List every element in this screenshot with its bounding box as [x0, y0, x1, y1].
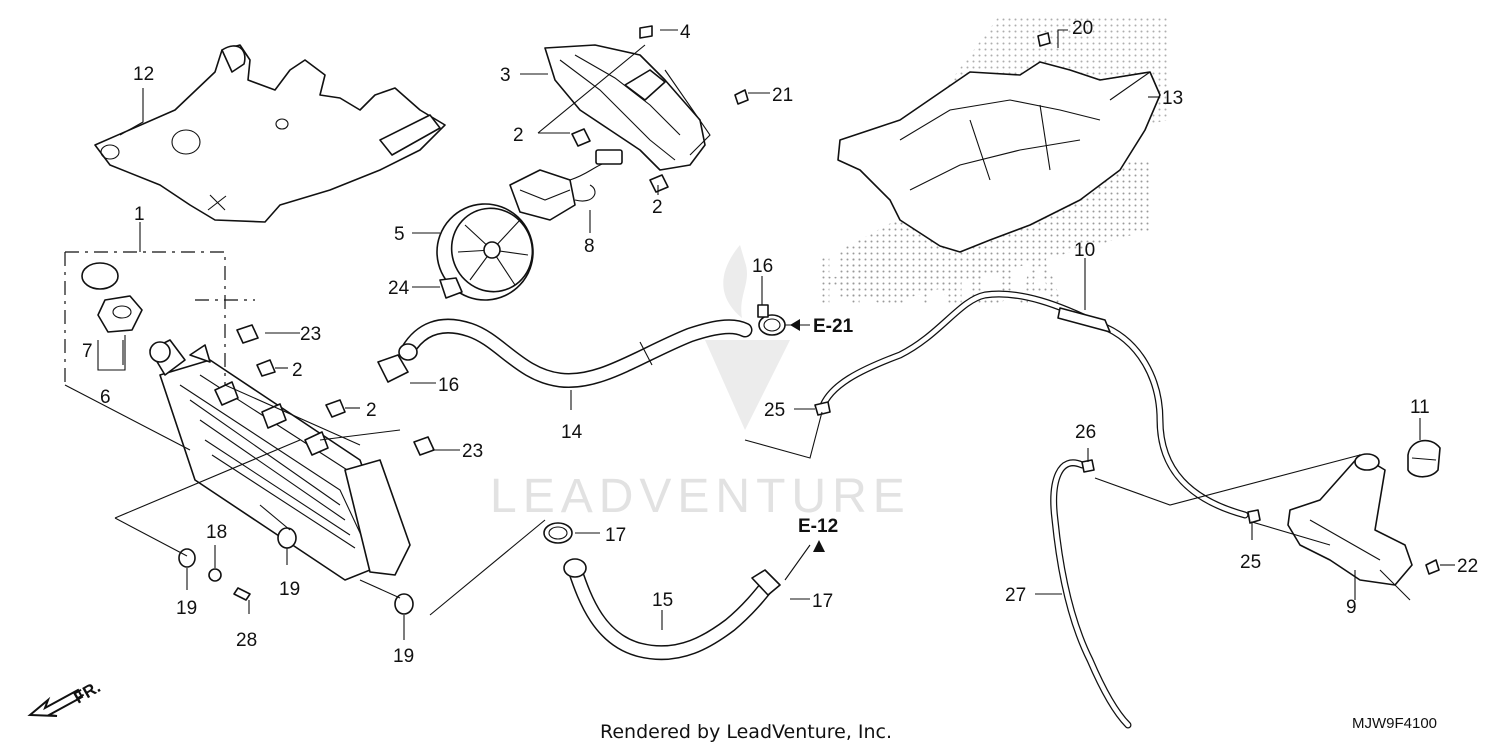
clamp-17-upper — [543, 522, 573, 544]
part-14-upper-hose — [398, 318, 753, 389]
diagram-code: MJW9F4100 — [1352, 715, 1437, 732]
label-3: 3 — [500, 65, 511, 86]
clips-25-26 — [814, 401, 1261, 524]
label-16b: 16 — [438, 375, 459, 396]
part-27-drain-tube — [1050, 459, 1132, 729]
label-2a: 2 — [513, 125, 524, 146]
ref-e21: E-21 — [813, 316, 854, 337]
nut-24 — [439, 277, 463, 299]
part-15-lower-hose — [563, 558, 776, 661]
label-23a: 23 — [300, 324, 321, 345]
part-10-overflow-tube — [818, 290, 1249, 519]
part-12-bracket-plate — [94, 44, 446, 223]
nuts-2 — [256, 128, 669, 418]
label-21: 21 — [772, 85, 793, 106]
part-13-under-cover — [837, 61, 1161, 253]
label-13: 13 — [1162, 88, 1183, 109]
rendered-by-text: Rendered by LeadVenture, Inc. — [600, 721, 892, 743]
part-5-fan — [436, 203, 534, 301]
leadventure-watermark: LEADVENTURE — [490, 245, 911, 523]
label-23b: 23 — [462, 441, 483, 462]
label-5: 5 — [394, 224, 405, 245]
label-19a: 19 — [176, 598, 197, 619]
label-2c: 2 — [292, 360, 303, 381]
label-16a: 16 — [752, 256, 773, 277]
honda-wordmark: HONDA — [815, 244, 1064, 320]
part-11-reserve-cap — [1407, 439, 1441, 478]
label-9: 9 — [1346, 597, 1357, 618]
label-4: 4 — [680, 22, 691, 43]
label-25b: 25 — [1240, 552, 1261, 573]
part-9-reserve-tank — [1287, 453, 1413, 601]
label-17a: 17 — [605, 525, 626, 546]
label-19b: 19 — [279, 579, 300, 600]
label-17b: 17 — [812, 591, 833, 612]
label-22: 22 — [1457, 556, 1478, 577]
label-1: 1 — [134, 204, 145, 225]
label-7: 7 — [82, 341, 93, 362]
label-8: 8 — [584, 236, 595, 257]
leader-lines — [64, 29, 1455, 640]
assembly-bracket-1 — [64, 251, 255, 385]
ref-e12: E-12 — [798, 516, 838, 537]
front-label: FR. — [71, 677, 104, 707]
front-direction-arrow: FR. — [27, 677, 104, 717]
bolts-4-21-20-22 — [639, 25, 1440, 575]
label-2d: 2 — [366, 400, 377, 421]
clamp-16-upper — [757, 304, 786, 336]
label-14: 14 — [561, 422, 583, 443]
label-27: 27 — [1005, 585, 1026, 606]
label-15: 15 — [652, 590, 673, 611]
part-6-filler-cap — [97, 295, 143, 333]
label-24: 24 — [388, 278, 410, 299]
label-28: 28 — [236, 630, 257, 651]
clamp-17-lower — [751, 569, 781, 596]
label-19c: 19 — [393, 646, 414, 667]
part-7-cap — [81, 262, 119, 290]
label-26: 26 — [1075, 422, 1096, 443]
part-1-radiator — [149, 339, 411, 581]
label-18: 18 — [206, 522, 227, 543]
label-6: 6 — [100, 387, 111, 408]
arrow-e12 — [813, 540, 825, 552]
label-12: 12 — [133, 64, 154, 85]
label-20: 20 — [1072, 18, 1093, 39]
label-25a: 25 — [764, 400, 785, 421]
arrow-e21 — [790, 319, 800, 331]
collar-18-bolt-28 — [208, 568, 251, 601]
label-2b: 2 — [652, 197, 663, 218]
label-11: 11 — [1410, 397, 1430, 418]
leadventure-wordmark: LEADVENTURE — [490, 470, 911, 523]
part-8-fan-motor — [509, 149, 623, 221]
part-3-fan-shroud — [544, 44, 706, 171]
label-10: 10 — [1074, 240, 1095, 261]
clamp-16-lower — [377, 354, 409, 383]
